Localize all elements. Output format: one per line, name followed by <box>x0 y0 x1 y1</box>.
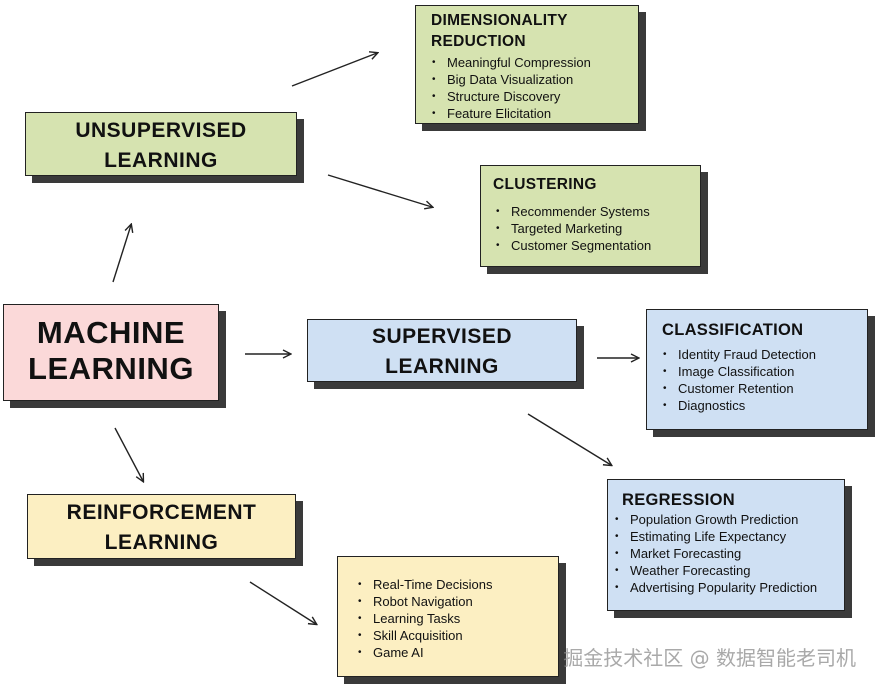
reinforcement-learning-box: REINFORCEMENT LEARNING <box>27 494 296 559</box>
list-item: Weather Forecasting <box>614 562 844 579</box>
arrow-unsupervised-to-dimensionality <box>291 53 377 87</box>
watermark-text: 掘金技术社区 @ 数据智能老司机 <box>563 646 856 670</box>
list-item: Learning Tasks <box>357 610 558 627</box>
list-item: Recommender Systems <box>495 203 700 220</box>
unsupervised-learning-title: UNSUPERVISED LEARNING <box>75 119 247 172</box>
list-item: Advertising Popularity Prediction <box>614 579 844 596</box>
list-item: Image Classification <box>662 363 867 380</box>
clustering-box: CLUSTERING Recommender Systems Targeted … <box>480 165 701 267</box>
machine-learning-title: MACHINE LEARNING <box>28 315 194 386</box>
list-item: Population Growth Prediction <box>614 511 844 528</box>
list-item: Diagnostics <box>662 397 867 414</box>
list-item: Big Data Visualization <box>431 71 638 88</box>
list-item: Game AI <box>357 644 558 661</box>
arrow-supervised-to-regression <box>527 413 611 465</box>
dimensionality-reduction-title: DIMENSIONALITY REDUCTION <box>431 12 568 50</box>
classification-list: Identity Fraud Detection Image Classific… <box>662 346 867 414</box>
clustering-list: Recommender Systems Targeted Marketing C… <box>493 203 700 254</box>
list-item: Structure Discovery <box>431 88 638 105</box>
regression-title: REGRESSION <box>622 491 736 509</box>
regression-box: REGRESSION Population Growth Prediction … <box>607 479 845 611</box>
dimensionality-reduction-list: Meaningful Compression Big Data Visualiz… <box>431 54 638 122</box>
list-item: Skill Acquisition <box>357 627 558 644</box>
regression-list: Population Growth Prediction Estimating … <box>614 511 844 596</box>
reinforcement-learning-title: REINFORCEMENT LEARNING <box>66 501 257 554</box>
list-item: Market Forecasting <box>614 545 844 562</box>
supervised-learning-box: SUPERVISED LEARNING <box>307 319 577 382</box>
classification-box: CLASSIFICATION Identity Fraud Detection … <box>646 309 868 430</box>
arrow-ml-to-reinforcement <box>114 427 143 481</box>
arrow-ml-to-unsupervised <box>112 225 131 283</box>
arrow-unsupervised-to-clustering <box>327 174 432 207</box>
list-item: Meaningful Compression <box>431 54 638 71</box>
supervised-learning-title: SUPERVISED LEARNING <box>372 325 512 378</box>
reinforcement-applications-box: Real-Time Decisions Robot Navigation Lea… <box>337 556 559 677</box>
list-item: Feature Elicitation <box>431 105 638 122</box>
list-item: Robot Navigation <box>357 593 558 610</box>
list-item: Real-Time Decisions <box>357 576 558 593</box>
list-item: Estimating Life Expectancy <box>614 528 844 545</box>
list-item: Identity Fraud Detection <box>662 346 867 363</box>
arrow-reinforcement-to-apps <box>249 581 316 624</box>
list-item: Customer Retention <box>662 380 867 397</box>
reinforcement-applications-list: Real-Time Decisions Robot Navigation Lea… <box>357 576 558 661</box>
list-item: Targeted Marketing <box>495 220 700 237</box>
classification-title: CLASSIFICATION <box>662 321 804 339</box>
list-item: Customer Segmentation <box>495 237 700 254</box>
dimensionality-reduction-box: DIMENSIONALITY REDUCTION Meaningful Comp… <box>415 5 639 124</box>
clustering-title: CLUSTERING <box>493 176 597 193</box>
unsupervised-learning-box: UNSUPERVISED LEARNING <box>25 112 297 176</box>
machine-learning-box: MACHINE LEARNING <box>3 304 219 401</box>
